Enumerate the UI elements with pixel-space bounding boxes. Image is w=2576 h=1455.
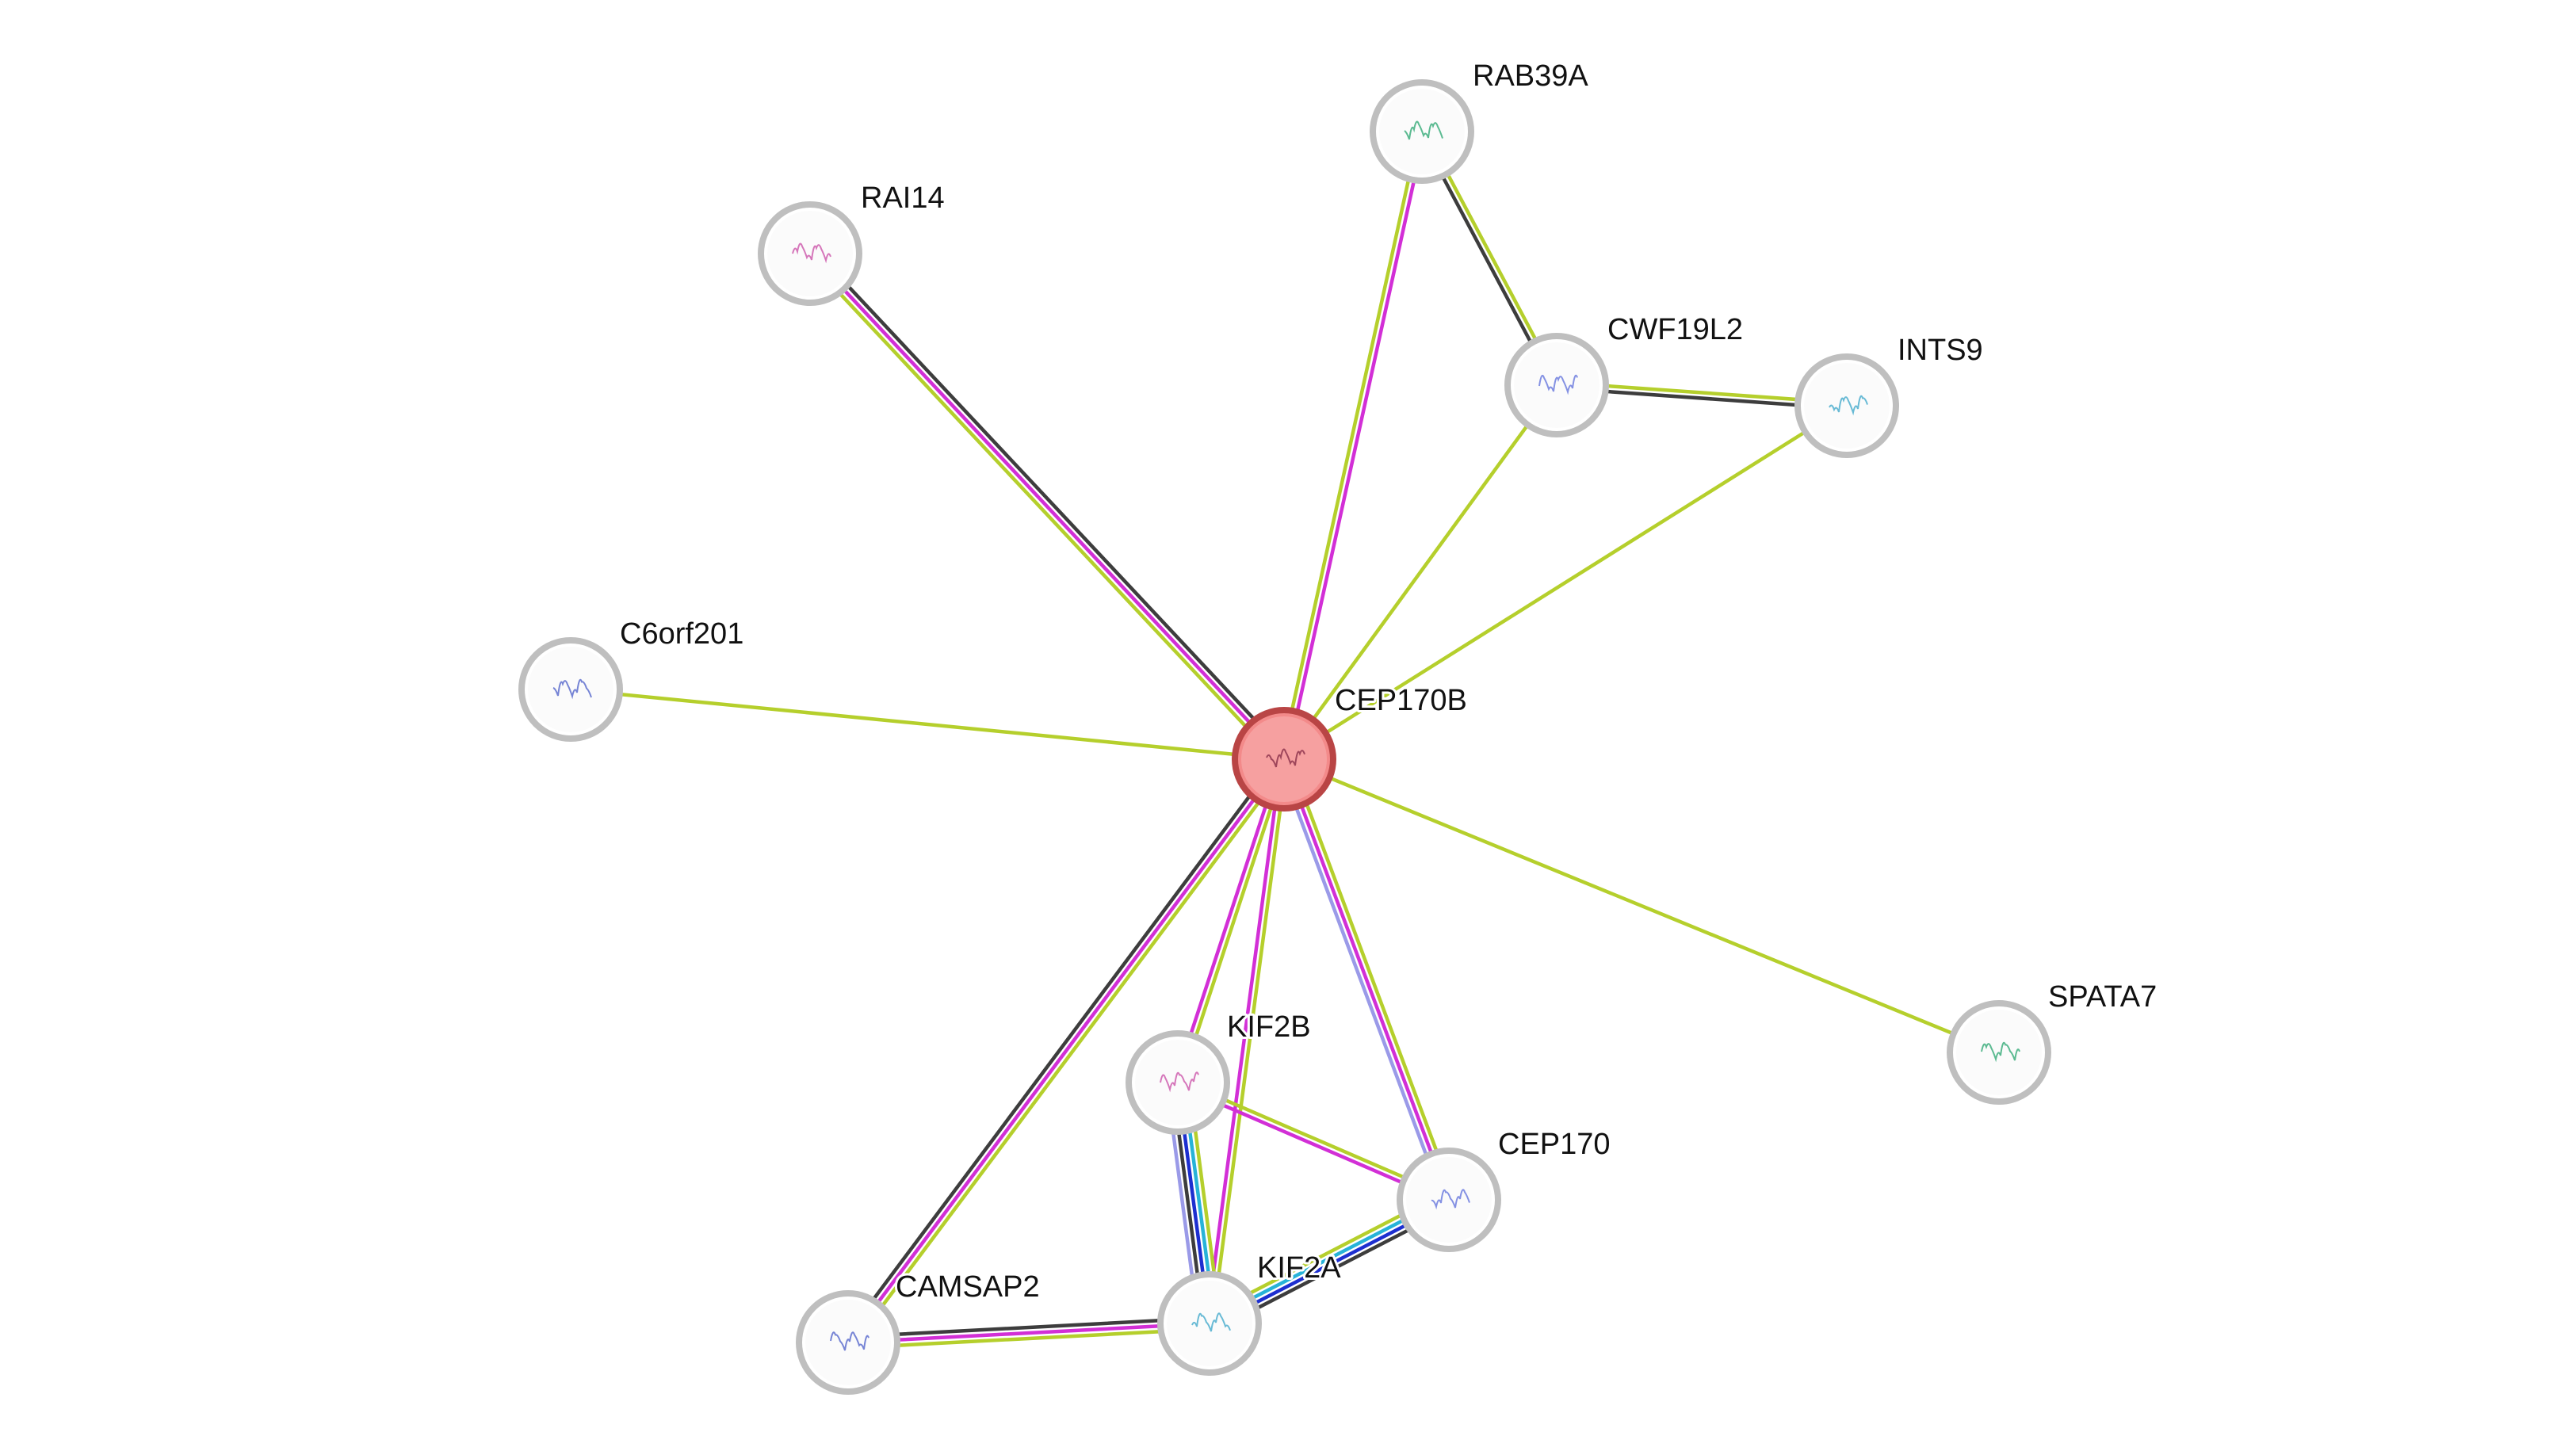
node-camsap2[interactable]: CAMSAP2 [796,1268,1042,1395]
node-label-cep170b: CEP170B [1335,684,1467,717]
edge-cep170b-rai14[interactable] [804,247,1290,766]
node-inner [805,1300,891,1385]
edge-evidence-textmining [847,1327,1212,1350]
protein-structure-icon [1160,1071,1199,1093]
edge-evidence-experiments [808,251,1286,762]
node-rai14[interactable]: RAI14 [758,179,947,306]
node-spata7[interactable]: SPATA7 [1947,978,2159,1105]
edge-cep170b-rab39a[interactable] [1279,128,1427,762]
edge-evidence-textmining [1282,383,1559,762]
node-label-kif2a: KIF2A [1257,1251,1341,1285]
node-rab39a[interactable]: RAB39A [1370,57,1591,184]
edge-evidence-textmining [1287,755,1456,1200]
edge-evidence-textmining [1279,128,1421,761]
protein-structure-icon [1538,374,1578,395]
node-kif2a[interactable]: KIF2A [1157,1249,1343,1376]
edge-evidence-experiments [846,1321,1212,1345]
edge-evidence-textmining [1282,403,1849,762]
edge-kif2a-camsap2[interactable] [846,1316,1212,1350]
node-inner [1241,716,1327,802]
node-ints9[interactable]: INTS9 [1794,331,1986,458]
node-label-camsap2: CAMSAP2 [896,1270,1040,1304]
edge-cep170b-ints9[interactable] [1282,403,1849,762]
edge-evidence-coexpression [812,247,1290,758]
node-cep170b[interactable]: CEP170B [1232,682,1470,812]
node-label-ints9: INTS9 [1898,334,1983,367]
protein-structure-icon [1431,1189,1470,1210]
edge-cep170b-cep170[interactable] [1277,755,1456,1204]
node-label-cwf19l2: CWF19L2 [1607,313,1743,346]
node-label-rai14: RAI14 [861,181,945,215]
protein-structure-icon [1404,120,1443,140]
node-label-c6orf201: C6orf201 [620,617,743,651]
protein-structure-icon [830,1331,869,1351]
edge-evidence-textmining [804,255,1282,766]
node-inner [1167,1281,1252,1366]
edge-evidence-experiments [1205,757,1283,1325]
edge-evidence-homology [1277,759,1446,1204]
protein-structure-icon [552,678,592,700]
edge-cep170b-kif2a[interactable] [1205,757,1289,1326]
node-label-kif2b: KIF2B [1227,1010,1311,1044]
protein-structure-icon [1266,748,1305,768]
protein-structure-icon [1191,1312,1231,1332]
node-inner [1804,363,1890,449]
node-inner [1406,1157,1492,1243]
edge-evidence-textmining [1210,758,1289,1326]
edge-evidence-coexpression [846,1316,1211,1339]
node-kif2b[interactable]: KIF2B [1126,1008,1313,1135]
edge-evidence-coexpression [842,754,1282,1342]
node-inner [767,211,853,296]
edge-cep170b-kif2b[interactable] [1173,756,1289,1086]
edge-evidence-experiments [1285,130,1427,762]
protein-structure-icon [1829,395,1868,416]
node-cep170[interactable]: CEP170 [1397,1125,1613,1252]
node-label-rab39a: RAB39A [1473,59,1588,93]
nodes-layer: CEP170B RAB39A RAI14CWF19L2INTS9C6orf201SP… [518,57,2159,1395]
edge-evidence-experiments [1282,757,1451,1202]
edge-cep170b-cwf19l2[interactable] [1282,383,1559,762]
node-inner [1135,1040,1221,1125]
node-label-cep170: CEP170 [1498,1128,1611,1161]
node-c6orf201[interactable]: C6orf201 [518,615,746,742]
node-inner [528,647,613,732]
node-label-spata7: SPATA7 [2048,980,2157,1014]
protein-structure-icon [792,242,831,264]
edge-cep170b-c6orf201[interactable] [568,687,1286,762]
edge-evidence-experiments [846,757,1286,1345]
edge-evidence-textmining [850,760,1290,1348]
node-cwf19l2[interactable]: CWF19L2 [1504,311,1745,437]
edge-evidence-textmining [1179,758,1289,1086]
edge-evidence-textmining [568,687,1286,762]
node-inner [1514,342,1599,428]
edge-evidence-textmining [1282,757,2001,1055]
edge-cep170b-spata7[interactable] [1282,757,2001,1055]
edge-evidence-experiments [1173,756,1283,1084]
edge-cep170b-camsap2[interactable] [842,754,1290,1348]
protein-structure-icon [1981,1041,2020,1063]
